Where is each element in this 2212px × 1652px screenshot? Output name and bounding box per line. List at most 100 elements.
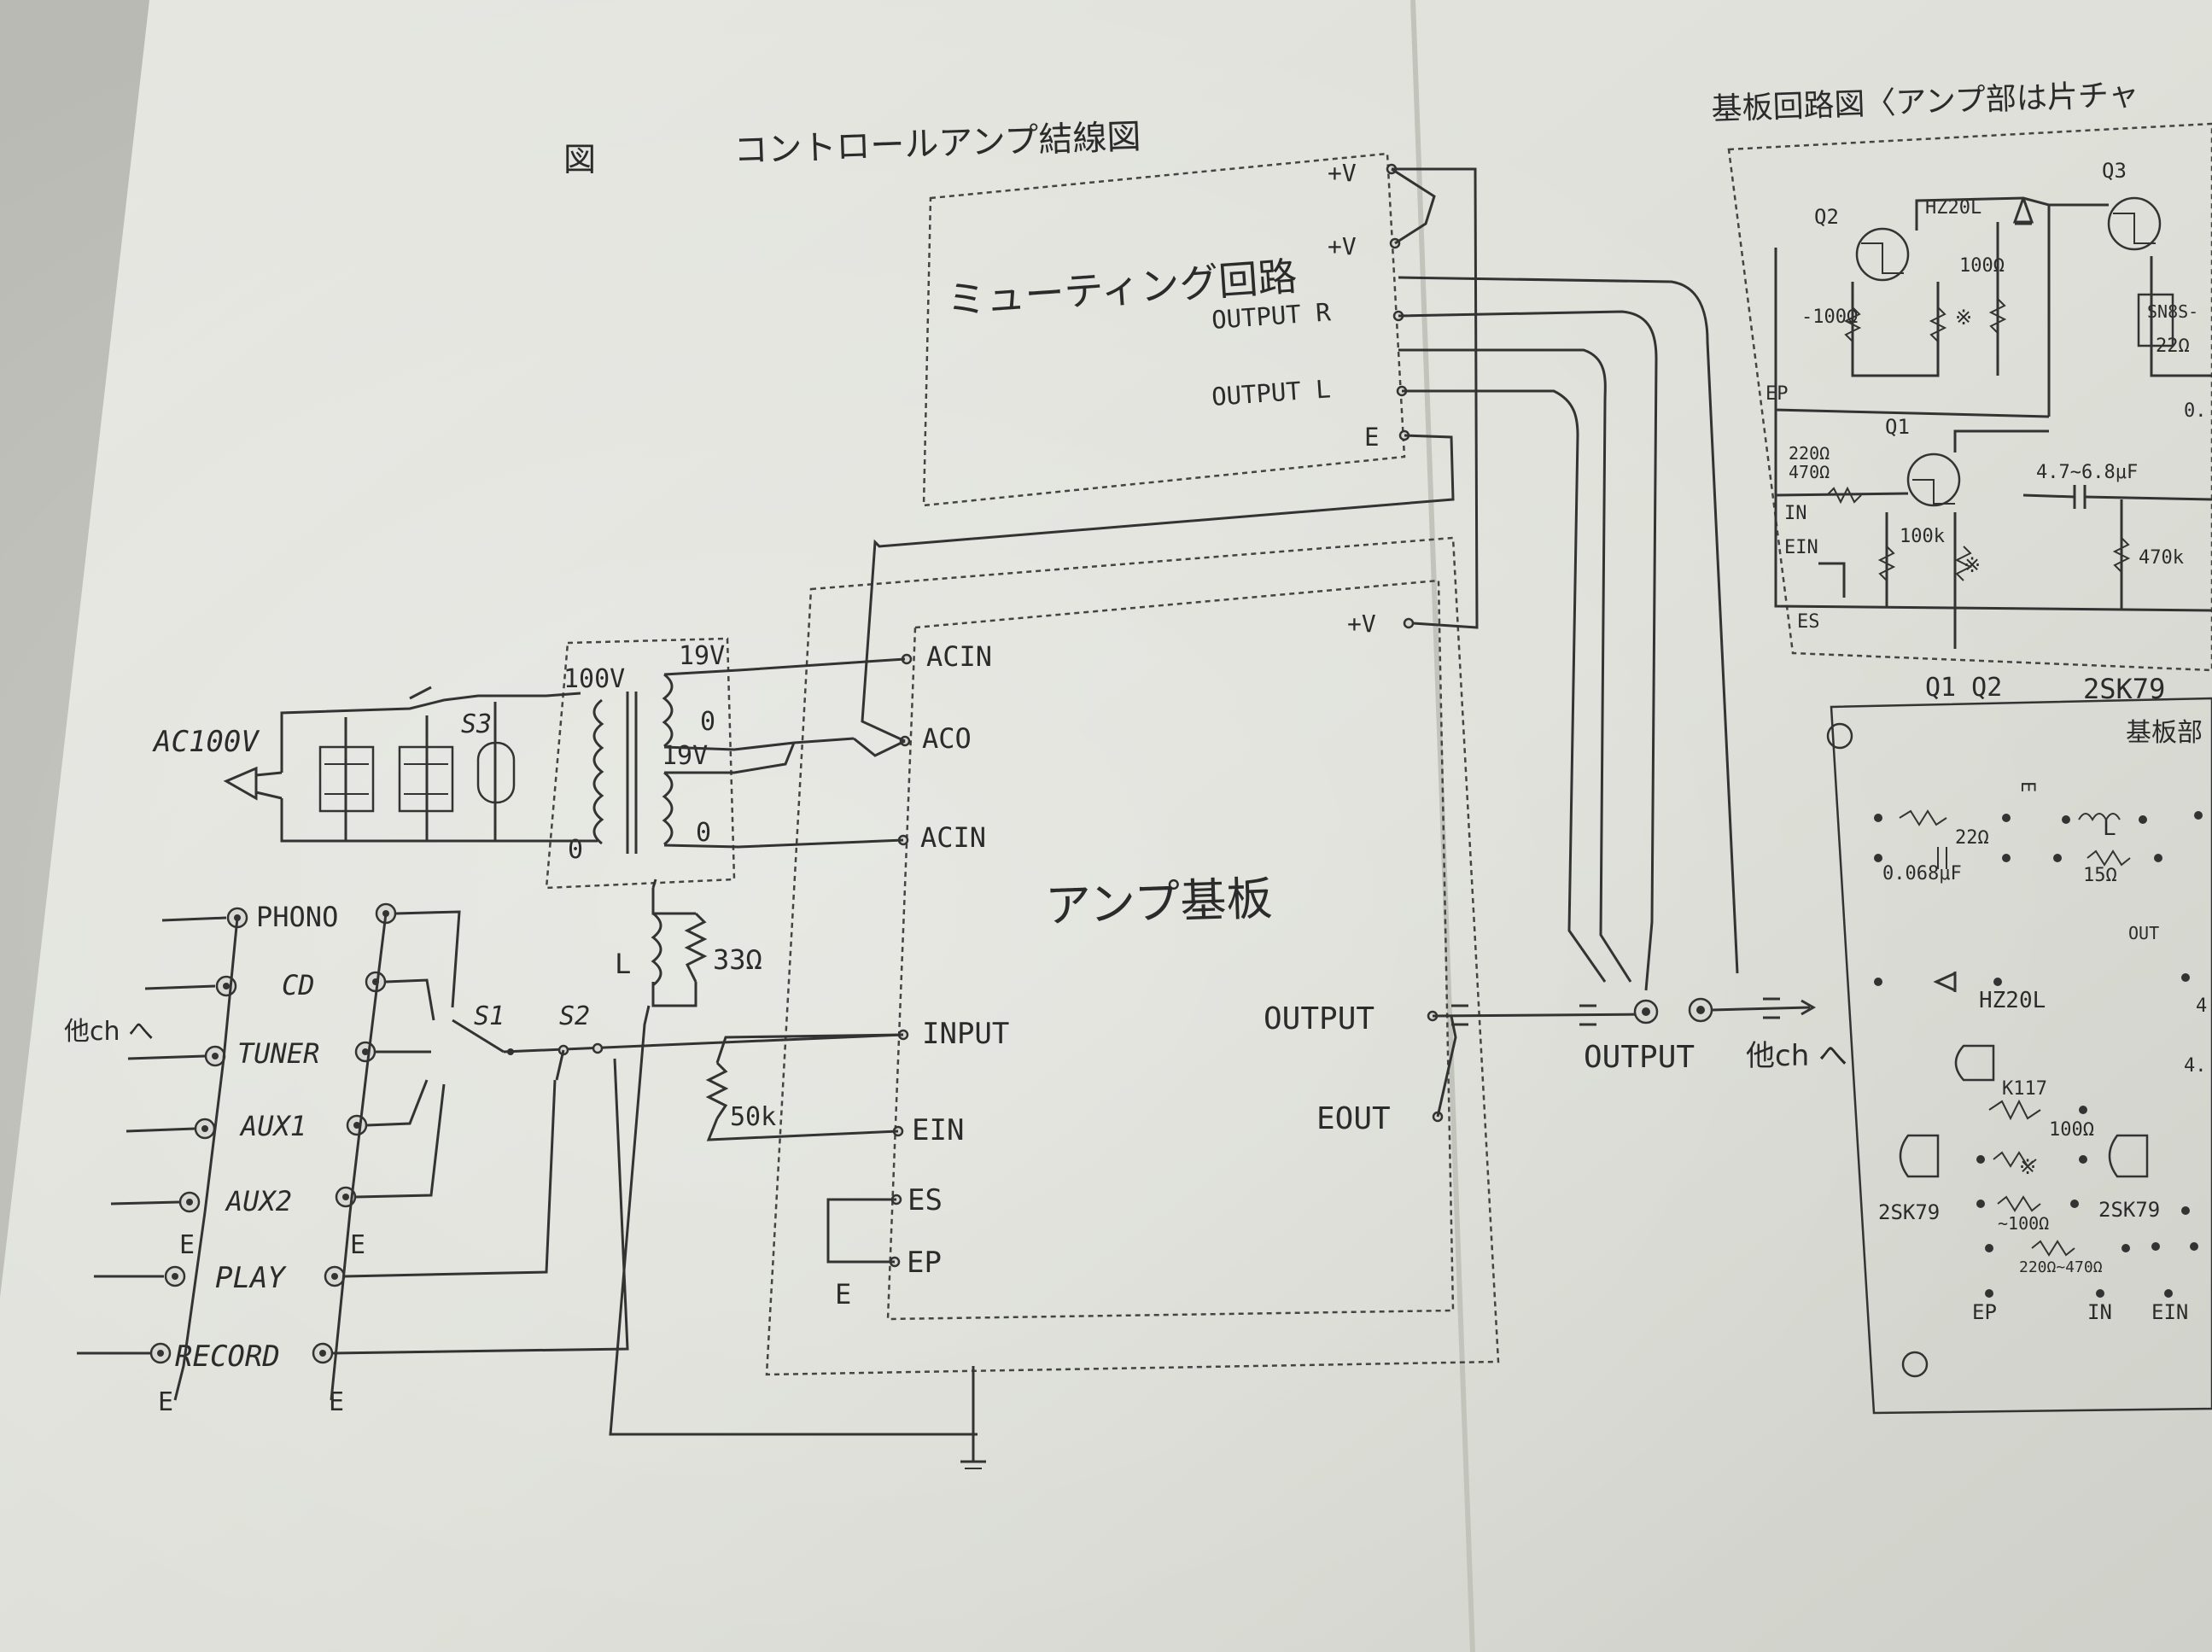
sch-q3: Q3 <box>2102 159 2127 183</box>
amp-pin-input: INPUT <box>922 1017 1009 1051</box>
output-label: OUTPUT <box>1584 1040 1695 1075</box>
ground-e-1: E <box>179 1230 195 1260</box>
power-section: AC100V S3 100V 0 19V 0 19V 0 <box>152 637 906 890</box>
other-channel-note: 他ch へ <box>64 1017 154 1047</box>
sch-q2: Q2 <box>1814 205 1839 229</box>
board-r22: 22Ω <box>1955 827 1989 849</box>
board-fet2: 2SK79 <box>2098 1198 2160 1222</box>
amp-pin-acin-1: ACIN <box>926 640 992 673</box>
switch-s2-label: S2 <box>559 1001 590 1031</box>
muting-pin-v1: +V <box>1328 159 1357 187</box>
board-l: L <box>2103 815 2116 841</box>
amp-pin-es: ES <box>908 1183 943 1217</box>
board-k117: K117 <box>2002 1078 2047 1100</box>
sch-q1-fet-icon <box>1906 452 1961 507</box>
amp-pin-output: OUTPUT <box>1264 1001 1374 1036</box>
choke-r-label: 33Ω <box>713 943 762 976</box>
transformer-sec2-coil <box>662 771 674 846</box>
amp-board-title: アンプ基板 <box>1044 872 1273 933</box>
input-play-label: PLAY <box>215 1261 287 1295</box>
sch-r100b: -100Ω <box>1801 306 1858 328</box>
input-record-label: RECORD <box>175 1340 280 1374</box>
sch-q2-fet-icon <box>1855 227 1910 282</box>
sec2-19v: 19V <box>662 741 708 771</box>
choke-inductor <box>651 912 662 987</box>
right-jack-column <box>312 902 629 1401</box>
input-section: PHONO CD TUNER AUX1 AUX2 PLAY RECORD 他ch… <box>64 901 904 1417</box>
sch-q3-fet-icon <box>2107 196 2162 251</box>
board-ep: EP <box>1972 1300 1997 1324</box>
transformer-primary-coil <box>592 698 604 845</box>
switch-s1-label: S1 <box>474 1001 505 1031</box>
input-cd-label: CD <box>282 969 315 1001</box>
primary-zero: 0 <box>568 835 583 865</box>
sch-r470k: 470k <box>2139 547 2184 569</box>
figure-label: 図 <box>563 141 596 178</box>
board-r100b: ~100Ω <box>1998 1213 2049 1234</box>
output-section: OUTPUT 他ch へ <box>1432 997 1847 1118</box>
sec1-zero: 0 <box>700 707 715 737</box>
paper-fold <box>1410 0 1475 1652</box>
board-fet1: 2SK79 <box>1878 1200 1940 1224</box>
board-edge-4: 4 <box>2196 995 2207 1017</box>
sec2-zero: 0 <box>696 818 711 848</box>
parts-q: Q1 Q2 <box>1925 673 2002 703</box>
volume-label: 50k <box>730 1102 776 1132</box>
board-ein: EIN <box>2151 1300 2188 1324</box>
s3-label: S3 <box>461 709 492 739</box>
muting-pin-e: E <box>1364 423 1379 452</box>
amp-ground-label: E <box>835 1278 851 1311</box>
sec1-19v: 19V <box>679 641 725 671</box>
choke-and-volume: L 33Ω 50k <box>609 879 986 1469</box>
amp-pin-eout: EOUT <box>1316 1101 1391 1136</box>
board-r220: 220Ω~470Ω <box>2019 1258 2103 1276</box>
sch-in: IN <box>1784 503 1807 524</box>
choke-l-label: L <box>615 948 631 980</box>
left-jack-column <box>77 907 248 1401</box>
board-out: OUT <box>2128 923 2159 943</box>
board-title: 基板部 <box>2126 718 2203 748</box>
amp-pin-ep: EP <box>907 1246 942 1280</box>
volume-pot <box>705 1061 729 1119</box>
primary-100v: 100V <box>563 664 625 694</box>
board-r15: 15Ω <box>2083 865 2117 886</box>
amp-board-block: アンプ基板 ACIN ACO ACIN INPUT EIN ES EP +V O… <box>765 536 1500 1376</box>
amp-pin-ein: EIN <box>912 1113 964 1147</box>
amp-pin-aco: ACO <box>922 722 972 755</box>
amp-pin-v: +V <box>1347 610 1376 638</box>
sch-cap: 4.7~6.8μF <box>2036 462 2138 483</box>
board-e: E <box>2016 781 2038 792</box>
ground-e-3: E <box>158 1387 173 1417</box>
board-r100: 100Ω <box>2049 1119 2094 1141</box>
ac-plug-icon <box>223 766 258 801</box>
input-aux2-label: AUX2 <box>225 1185 292 1217</box>
es-ep-link <box>826 1198 896 1264</box>
sch-sn-block <box>2137 293 2174 347</box>
input-tuner-label: TUNER <box>237 1037 319 1070</box>
sch-q1: Q1 <box>1885 415 1910 439</box>
output-other-channel: 他ch へ <box>1746 1039 1847 1073</box>
sch-ein: EIN <box>1784 537 1818 558</box>
board-cap: 0.068μF <box>1882 863 1962 884</box>
input-aux1-label: AUX1 <box>239 1110 306 1142</box>
sch-star-2: ※ <box>1964 553 1981 577</box>
muting-wires <box>861 167 1739 991</box>
board-schematic: Q2 Q3 HZ20L 100Ω -100Ω ※ SN8S- 22Ω EP 0.… <box>1727 122 2212 672</box>
sch-es: ES <box>1797 611 1820 633</box>
sch-star-1: ※ <box>1955 306 1972 330</box>
board-in: IN <box>2087 1300 2112 1324</box>
input-phono-label: PHONO <box>256 901 338 933</box>
sch-r220: 220Ω <box>1789 443 1830 464</box>
sch-zero: 0. <box>2184 400 2207 422</box>
transformer-sec1-coil <box>662 673 674 748</box>
board-edge-47: 4. <box>2184 1055 2207 1077</box>
sch-r100k: 100k <box>1900 526 1945 547</box>
amp-pin-acin-2: ACIN <box>920 821 986 854</box>
board-layout: 基板部 E L 22Ω 0.068μF 15Ω OUT HZ20L K117 1… <box>1826 697 2212 1415</box>
board-zener: HZ20L <box>1979 988 2046 1013</box>
muting-pin-v2: +V <box>1328 232 1357 260</box>
ac-input-label: AC100V <box>152 725 260 759</box>
